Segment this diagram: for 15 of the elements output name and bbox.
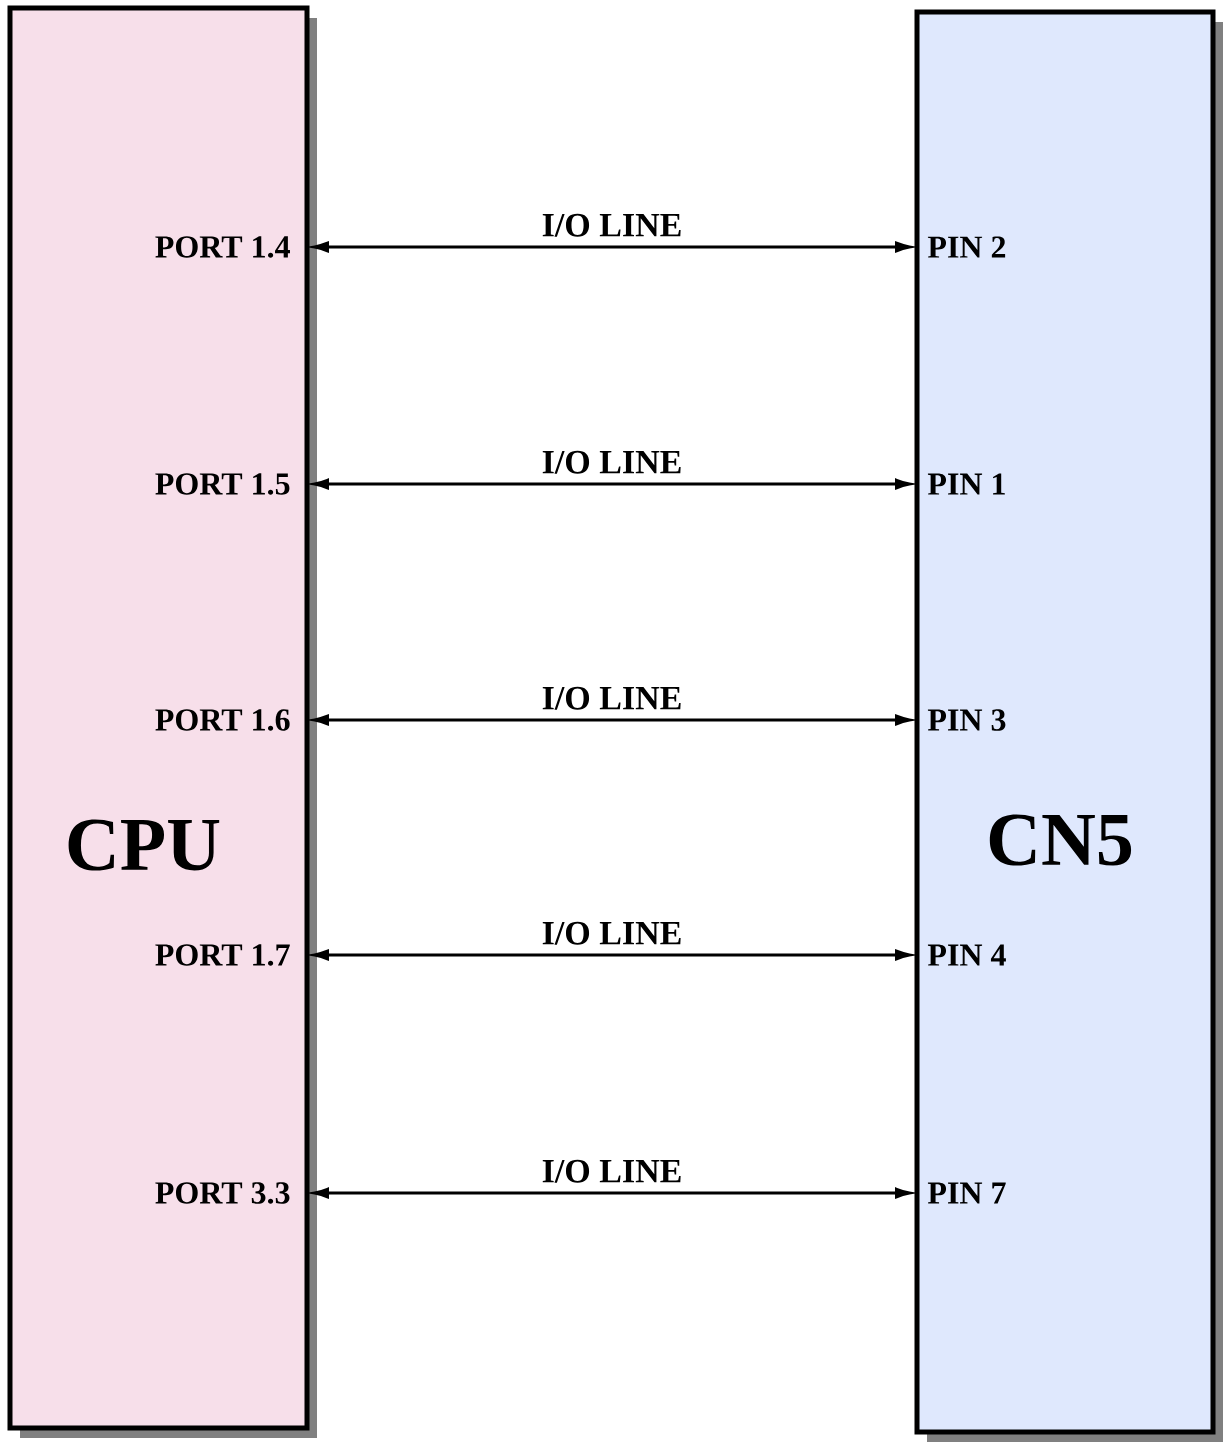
edge-label: I/O LINE [542, 213, 681, 237]
port-label: PORT 1.7 [155, 944, 290, 966]
edge-label: I/O LINE [542, 1159, 681, 1183]
pin-label: PIN 3 [927, 709, 1006, 731]
edge-label: I/O LINE [542, 686, 681, 710]
port-label: PORT 1.4 [155, 236, 290, 258]
pin-label: PIN 4 [927, 944, 1006, 966]
port-label: PORT 1.6 [155, 709, 290, 731]
edge-label: I/O LINE [542, 450, 681, 474]
pin-label: PIN 1 [927, 473, 1005, 495]
pin-label: PIN 2 [927, 236, 1006, 258]
port-label: PORT 1.5 [155, 473, 290, 495]
pin-label: PIN 7 [927, 1182, 1006, 1204]
port-label: PORT 3.3 [155, 1182, 290, 1204]
edge-label: I/O LINE [542, 921, 681, 945]
